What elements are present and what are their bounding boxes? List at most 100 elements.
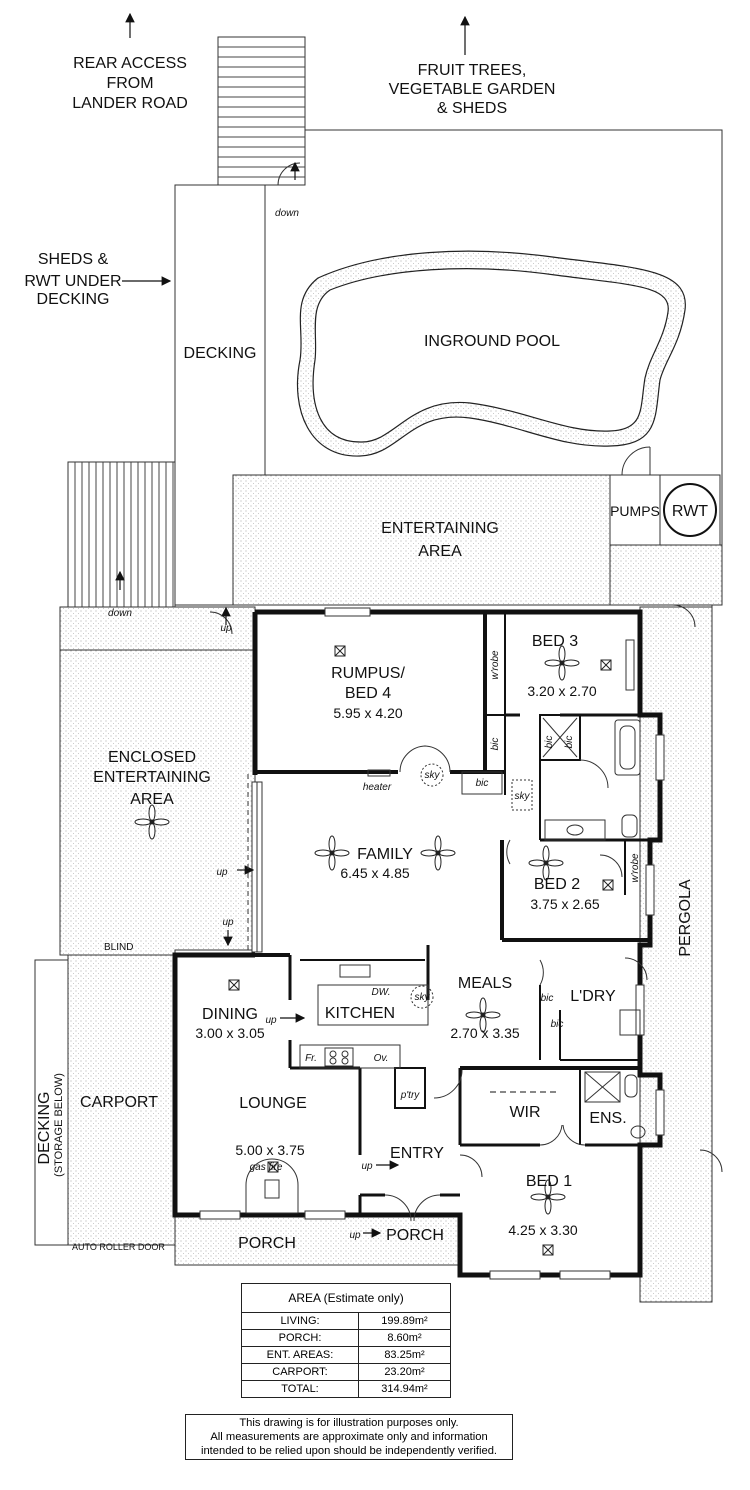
blind-label: BLIND [104,942,133,953]
porch-area [174,1214,461,1266]
entry-label: ENTRY [390,1145,444,1162]
meals-label: MEALS [458,975,512,992]
sky-label-3: sky [415,992,431,1003]
bic-label-1: bic [490,738,501,751]
area-label: TOTAL: [241,1380,359,1398]
dw-label: DW. [371,987,390,998]
light-icon [228,979,240,991]
laundry-label: L'DRY [570,988,616,1005]
sky-label-2: sky [515,791,531,802]
area-value: 23.20m² [358,1363,451,1381]
enclosed-label-3: AREA [130,791,174,808]
dining-label: DINING [202,1006,258,1023]
rumpus-label-2: BED 4 [345,685,391,702]
light-icon [542,1244,554,1256]
pumps-label: PUMPS [610,503,660,519]
bic-label-2: bic [476,778,489,789]
bic-label-3: bic [544,736,555,749]
dining-dim: 3.00 x 3.05 [195,1025,264,1041]
area-label: LIVING: [241,1312,359,1330]
rear-access-label-2: FROM [106,75,153,92]
inground-pool [296,250,686,457]
rear-access-label-1: REAR ACCESS [73,55,187,72]
fruit-trees-label-1: FRUIT TREES, [418,62,527,79]
wir-label: WIR [509,1104,540,1121]
disclaimer-line: All measurements are approximate only an… [210,1431,488,1443]
area-label: CARPORT: [241,1363,359,1381]
light-icon [267,1161,279,1173]
entertaining-label-1: ENTERTAINING [381,520,499,537]
up-label-1: up [220,623,232,634]
fixtures [245,717,646,1214]
heater-label: heater [363,782,392,793]
disclaimer-line: intended to be relied upon should be ind… [200,1445,498,1457]
disclaimer-line: This drawing is for illustration purpose… [239,1417,459,1429]
fridge-label: Fr. [305,1053,317,1064]
enclosed-label-1: ENCLOSED [108,749,196,766]
gas-fire-label: gas fire [250,1162,283,1173]
table-row: ENT. AREAS:83.25m² [241,1346,451,1364]
bed1-label: BED 1 [526,1173,572,1190]
decking-area [174,184,266,606]
wrobe-label-2: w'robe [630,853,641,883]
bed3-dim: 3.20 x 2.70 [527,683,596,699]
table-row: TOTAL:314.94m² [241,1380,451,1398]
area-table: AREA (Estimate only) LIVING:199.89m² POR… [241,1283,451,1398]
left-stairs [67,461,176,608]
down-label-2: down [108,608,132,619]
ceiling-fans [134,645,614,1256]
up-label-5: up [361,1161,373,1172]
sheds-label-3: DECKING [37,291,110,308]
ceiling-fan-icon [530,1179,566,1215]
bic-label-6: bic [551,1019,564,1030]
text-labels: REAR ACCESS FROM LANDER ROAD FRUIT TREES… [24,55,708,1252]
carport-area [67,954,176,1246]
rear-access-label-3: LANDER ROAD [72,95,188,112]
porch-label-1: PORCH [238,1235,296,1252]
bic-label-4: bic [564,736,575,749]
light-icon [334,645,346,657]
pergola-label: PERGOLA [677,879,694,957]
kitchen-label: KITCHEN [325,1005,395,1022]
oven-label: Ov. [374,1053,389,1064]
pantry-label: p'try [400,1090,421,1101]
storage-below-label: (STORAGE BELOW) [53,1073,65,1177]
entertaining-label-2: AREA [418,543,462,560]
light-icon [600,659,612,671]
lounge-dim: 5.00 x 3.75 [235,1142,304,1158]
disclaimer: This drawing is for illustration purpose… [185,1414,513,1460]
bed2-dim: 3.75 x 2.65 [530,896,599,912]
sheds-label-1: SHEDS & [38,251,109,268]
direction-arrows [115,12,470,1238]
decking-storage [34,959,69,1246]
fruit-trees-label-2: VEGETABLE GARDEN [389,81,556,98]
sky-label-1: sky [425,770,441,781]
bic-label-5: bic [541,993,554,1004]
ceiling-fan-icon [465,997,501,1033]
ceiling-fan-icon [134,804,170,840]
rwt-label: RWT [672,503,708,520]
decking-storage-label: DECKING [36,1092,53,1165]
table-row: LIVING:199.89m² [241,1312,451,1330]
ceiling-fan-icon [544,645,580,681]
sheds-label-2: RWT UNDER [24,273,121,290]
up-label-3: up [222,917,234,928]
pergola-area [639,606,713,1303]
light-icon [602,879,614,891]
area-value: 314.94m² [358,1380,451,1398]
decking-label: DECKING [184,345,257,362]
bed1-dim: 4.25 x 3.30 [508,1222,577,1238]
bed3-label: BED 3 [532,633,578,650]
ensuite-label: ENS. [589,1110,626,1127]
up-label-2: up [216,867,228,878]
rumpus-label-1: RUMPUS/ [331,665,405,682]
area-value: 199.89m² [358,1312,451,1330]
porch-label-2: PORCH [386,1227,444,1244]
rumpus-dim: 5.95 x 4.20 [333,705,402,721]
area-value: 8.60m² [358,1329,451,1347]
pumps-rwt [609,446,721,546]
up-label-6: up [349,1230,361,1241]
auto-roller-label: AUTO ROLLER DOOR [72,1242,165,1252]
family-label: FAMILY [357,846,413,863]
